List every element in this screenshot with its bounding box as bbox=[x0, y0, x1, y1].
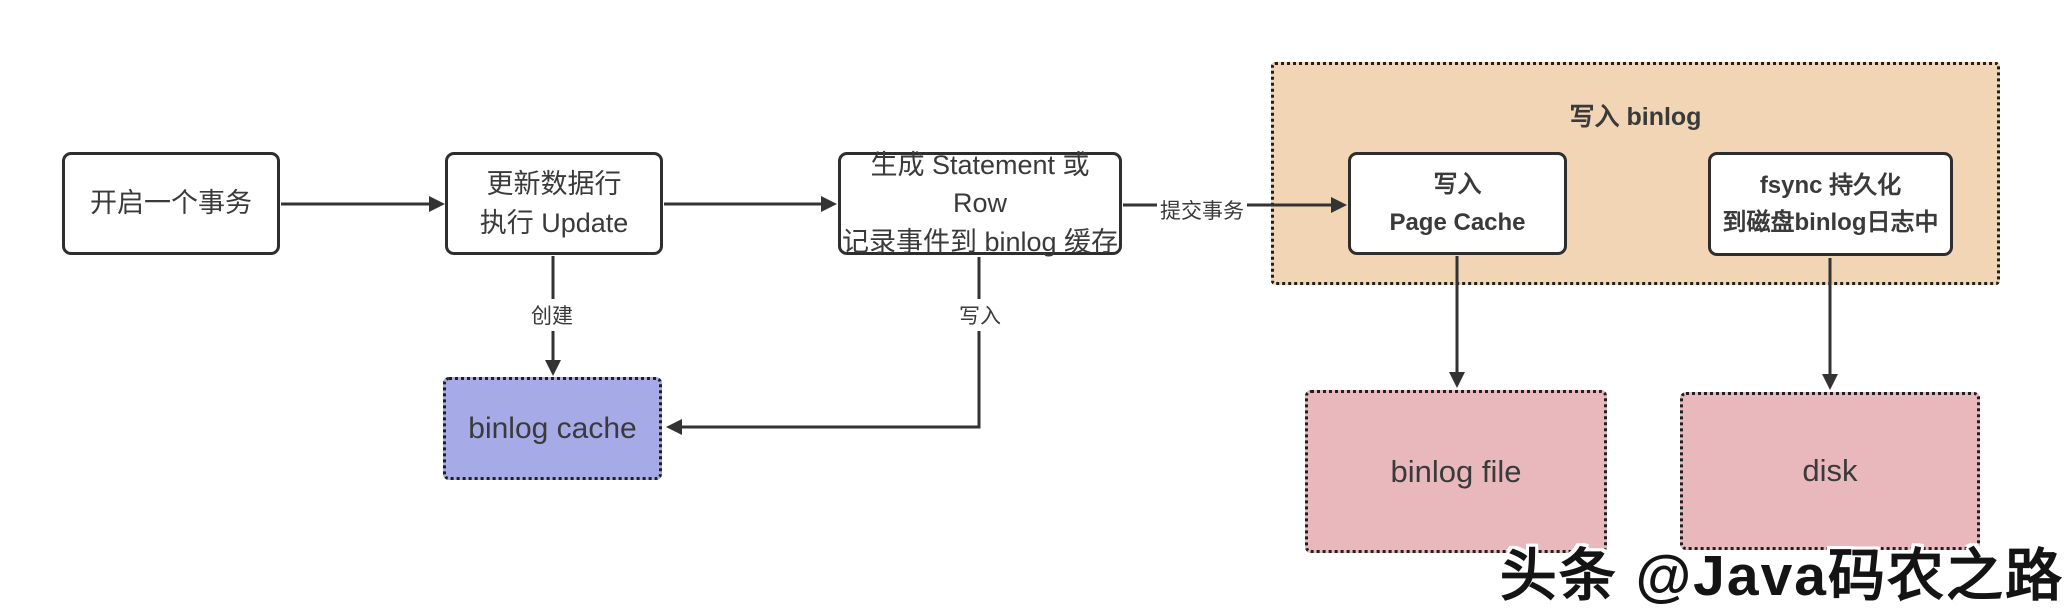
arrowhead-update-to-binlogcache bbox=[545, 360, 561, 376]
node-binlog-file-label: binlog file bbox=[1390, 453, 1522, 489]
arrowhead-pagecache-to-binlogfile bbox=[1449, 372, 1465, 388]
edge-label-write: 写入 bbox=[956, 299, 1004, 331]
node-binlog-file: binlog file bbox=[1305, 390, 1607, 553]
node-write-page-cache-line1: 写入 bbox=[1433, 171, 1482, 199]
node-start-transaction-label: 开启一个事务 bbox=[90, 188, 252, 219]
arrowhead-generate-to-pagecache bbox=[1331, 197, 1347, 213]
arrowhead-update-to-generate bbox=[821, 196, 837, 212]
edge-label-create: 创建 bbox=[528, 299, 576, 331]
node-write-page-cache: 写入 Page Cache bbox=[1348, 152, 1567, 255]
group-title: 写入 binlog bbox=[1569, 103, 1702, 131]
node-write-page-cache-line2: Page Cache bbox=[1389, 208, 1526, 236]
node-fsync-persist-line2: 到磁盘binlog日志中 bbox=[1722, 209, 1939, 236]
node-fsync-persist-line1: fsync 持久化 bbox=[1759, 171, 1902, 199]
watermark-text: 头条 @Java码农之路 bbox=[1499, 544, 2064, 608]
node-fsync-persist: fsync 持久化 到磁盘binlog日志中 bbox=[1708, 152, 1953, 256]
node-generate-event: 生成 Statement 或 Row 记录事件到 binlog 缓存 bbox=[838, 150, 1122, 257]
node-generate-event-line2: 记录事件到 binlog 缓存 bbox=[841, 226, 1119, 257]
node-binlog-cache-label: binlog cache bbox=[468, 411, 637, 445]
arrowhead-generate-to-binlogcache bbox=[666, 419, 682, 435]
edge-generate-to-binlogcache bbox=[681, 257, 981, 429]
arrowhead-start-to-update bbox=[429, 196, 445, 212]
node-update-row-line1: 更新数据行 bbox=[486, 169, 622, 200]
node-update-row-line2: 执行 Update bbox=[479, 207, 629, 238]
node-start-transaction: 开启一个事务 bbox=[62, 152, 280, 255]
edge-label-commit-transaction: 提交事务 bbox=[1157, 194, 1247, 226]
node-generate-event-line1: 生成 Statement 或 Row bbox=[870, 150, 1090, 219]
node-update-row: 更新数据行 执行 Update bbox=[445, 152, 663, 255]
node-disk: disk bbox=[1680, 392, 1980, 550]
node-binlog-cache: binlog cache bbox=[443, 377, 662, 480]
arrowhead-fsync-to-disk bbox=[1822, 374, 1838, 390]
node-disk-label: disk bbox=[1802, 453, 1858, 488]
